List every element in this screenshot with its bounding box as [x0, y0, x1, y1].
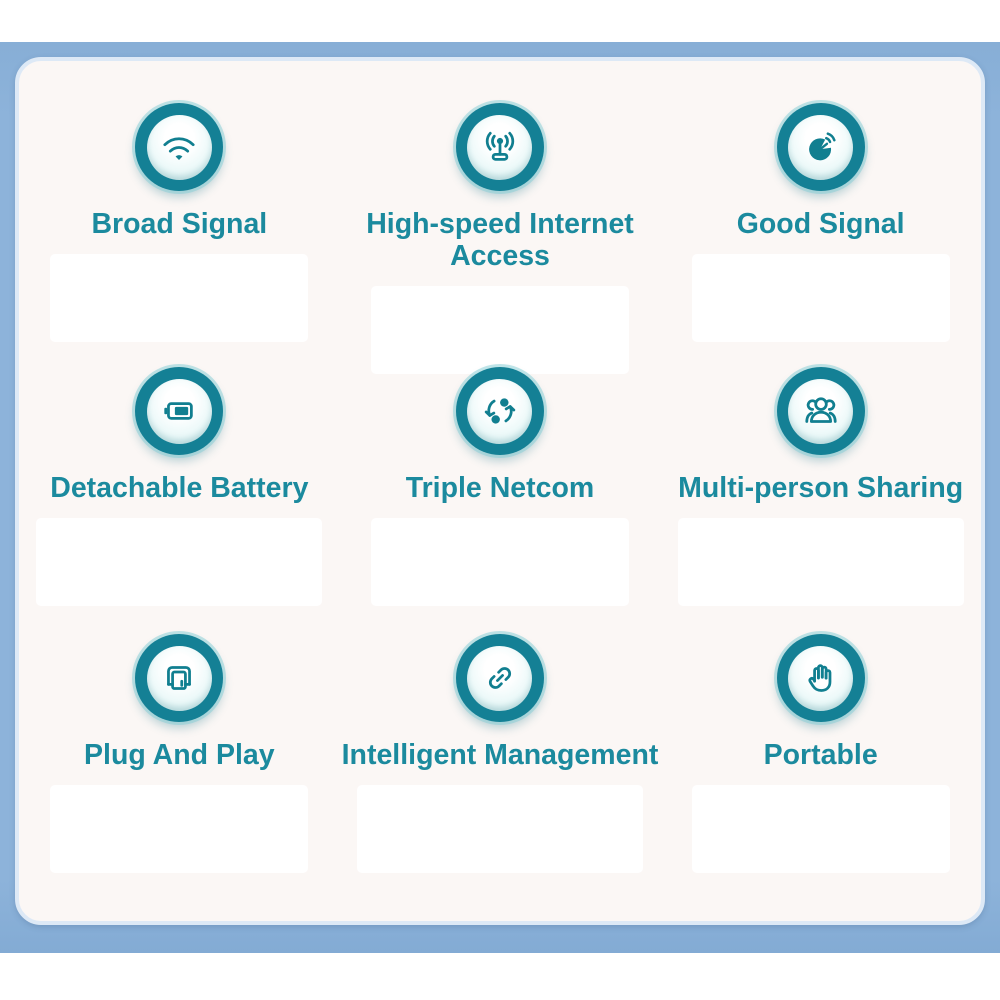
feature-good-signal: Good Signal: [660, 61, 981, 342]
icon-badge: [455, 103, 544, 191]
blank-patch: [677, 517, 964, 606]
feature-label: Triple Netcom: [405, 472, 595, 504]
feature-label: Multi-person Sharing: [678, 472, 964, 504]
icon-badge: [776, 103, 865, 191]
icon-badge: [776, 367, 865, 455]
sync-icon: [484, 398, 516, 424]
wifi-icon: [163, 137, 195, 161]
feature-label: Detachable Battery: [50, 472, 309, 504]
icon-badge-inner: [146, 378, 212, 444]
feature-label: Plug And Play: [84, 739, 275, 771]
link-icon: [488, 667, 512, 689]
icon-badge: [135, 367, 224, 455]
icon-badge-inner: [788, 645, 854, 711]
blank-patch: [50, 784, 309, 873]
icon-badge: [455, 634, 544, 722]
feature-label: Broad Signal: [91, 208, 268, 240]
icon-badge: [135, 103, 224, 191]
icon-badge-inner: [788, 114, 854, 180]
feature-grid: Broad Signal High-speed Interne: [19, 61, 981, 921]
blank-patch: [370, 517, 629, 606]
feature-portable: Portable: [660, 604, 981, 921]
feature-detachable-battery: Detachable Battery: [19, 339, 340, 606]
icon-badge: [455, 367, 544, 455]
icon-badge-inner: [146, 114, 212, 180]
icon-badge: [776, 634, 865, 722]
battery-icon: [164, 402, 194, 420]
hand-icon: [808, 664, 832, 692]
feature-plug-and-play: Plug And Play: [19, 604, 340, 921]
feature-multi-person-sharing: Multi-person Sharing: [660, 339, 981, 606]
feature-intelligent-management: Intelligent Management: [340, 604, 661, 921]
feature-card: Broad Signal High-speed Interne: [15, 57, 985, 925]
feature-triple-netcom: Triple Netcom: [340, 339, 661, 606]
icon-badge: [135, 634, 224, 722]
feature-label: Good Signal: [736, 208, 905, 240]
icon-badge-inner: [146, 645, 212, 711]
plug-icon: [167, 666, 192, 690]
people-icon: [805, 397, 837, 423]
icon-badge-inner: [467, 114, 533, 180]
icon-badge-inner: [788, 378, 854, 444]
satellite-dish-icon: [808, 132, 836, 161]
icon-badge-inner: [467, 378, 533, 444]
feature-label: High-speed Internet Access: [366, 208, 634, 272]
feature-high-speed: High-speed Internet Access: [340, 61, 661, 374]
blank-patch: [356, 784, 643, 873]
blank-patch: [36, 517, 323, 606]
blank-patch: [691, 253, 950, 342]
broadcast-antenna-icon: [485, 131, 515, 161]
feature-broad-signal: Broad Signal: [19, 61, 340, 342]
feature-label: Intelligent Management: [341, 739, 659, 771]
blank-patch: [691, 784, 950, 873]
feature-label: Portable: [763, 739, 878, 771]
blank-patch: [50, 253, 309, 342]
blank-patch: [370, 285, 629, 374]
icon-badge-inner: [467, 645, 533, 711]
